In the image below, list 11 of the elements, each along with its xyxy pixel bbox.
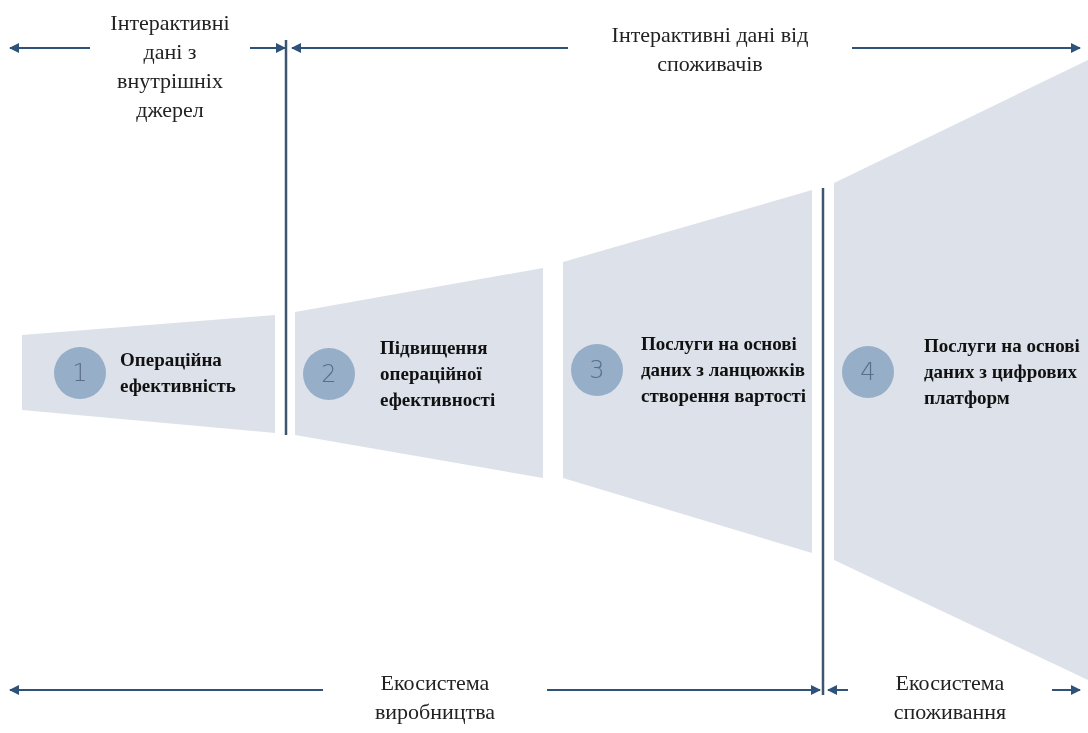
range-label: Екосистема споживання — [892, 669, 1008, 726]
step-title: Послуги на основі даних з ланцюжків створення вартості — [641, 332, 808, 408]
trapezoid-panel — [22, 315, 275, 433]
range-label: Інтерактивні дані від споживачів — [610, 21, 810, 78]
trapezoid-panel — [295, 268, 543, 478]
range-label: Екосистема виробництва — [373, 669, 497, 726]
range-label: Інтерактивні дані з внутрішніх джерел — [109, 9, 231, 124]
step-title: Послуги на основі даних з цифрових платформ — [924, 333, 1081, 410]
trapezoid-panel — [563, 190, 812, 553]
step-title: Підвищення операційної ефективності — [380, 335, 497, 412]
step-title: Операційна ефективність — [120, 347, 237, 398]
